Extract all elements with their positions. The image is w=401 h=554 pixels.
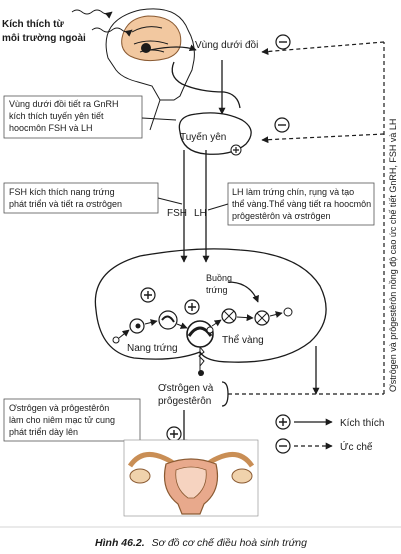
left-ovary-small [129,468,151,484]
stimulate-marker-follicle [140,287,156,303]
pointer-lh [207,203,229,211]
arrow-lh-to-corpus-luteum [227,281,259,303]
steroids-label-line1: Ơstrôgen và [158,383,214,394]
pointer-fsh [157,197,183,205]
note-gnrh-line2: kích thích tuyến yên tiết [9,111,104,121]
note-uterus-line2: làm cho niêm mạc tử cung [9,415,115,425]
feedback-to-pituitary [261,133,385,144]
pointer-gnrh [141,117,177,121]
follicle-label: Nang trứng [127,343,178,354]
head-outline [105,8,195,101]
ovary-outline [94,248,327,363]
corpus-luteum [211,307,293,327]
figure-caption: Hình 46.2. Sơ đồ cơ chế điều hoà sinh tr… [95,537,307,549]
stimulus-label-line1: Kích thích từ [2,19,64,30]
inhibit-marker-hypothalamus [275,34,291,50]
stimulus-wave-mid [91,27,133,37]
right-ovary-small [231,468,253,484]
ovary-label-line2: trứng [206,285,228,295]
note-uterus-line1: Ơstrôgen và prôgestêrôn [9,403,109,413]
ovulation-burst [198,346,205,367]
figure-caption-text: Sơ đồ cơ chế điều hoà sinh trứng [152,537,308,549]
note-lh-box [227,182,375,226]
follicle-sequence [112,310,214,348]
pituitary-label: Tuyến yên [180,131,226,143]
steroids-label-line2: prôgestêrôn [158,396,211,407]
ovary-label-line1: Buồng [206,273,232,283]
brain-shape [121,15,182,62]
note-gnrh-line1: Vùng dưới đồi tiết ra GnRH [9,99,118,109]
hypothalamus-label: Vùng dưới đồi [195,39,258,51]
stimulate-marker-ovulation [184,299,200,315]
hypothalamus-spot [141,43,151,53]
steroids-bracket [221,381,229,407]
legend-inhibit-icon [275,438,291,454]
note-uterus-line3: phát triển dày lên [9,427,78,437]
pituitary-gland [178,112,252,155]
feedback-note: Ơstrôgen và prôgestêrôn nồng độ cao ức c… [388,119,398,392]
arrow-brain-to-hypothalamus [149,44,197,52]
uterus-illustration [123,439,259,517]
stimulate-marker-uterus [166,426,182,442]
neck-line [149,99,161,131]
note-gnrh-box [3,95,143,139]
note-lh-line2: thể vàng.Thể vàng tiết ra hoocmôn [232,199,371,209]
note-gnrh-line3: hoocmôn FSH và LH [9,123,93,133]
note-fsh-box [3,182,159,214]
lh-label: LH [194,208,207,219]
legend: Kích thích Ức chế [275,414,384,454]
note-lh-line1: LH làm trứng chín, rụng và tạo [232,187,354,197]
stimulus-label-line2: môi trường ngoài [2,33,86,44]
legend-stimulate-icon [275,414,291,430]
stimulus-wave-top [71,9,113,19]
body-neck-outline [171,61,241,109]
note-fsh-line1: FSH kích thích nang trứng [9,187,115,197]
pituitary-plus-sign [233,147,239,153]
legend-stimulate-label: Kích thích [340,418,384,429]
legend-inhibit-label: Ức chế [340,440,373,453]
note-lh-line3: prôgestêrôn và ơstrôgen [232,211,330,221]
corpus-luteum-label: Thể vàng [222,334,264,346]
fsh-label: FSH [167,208,187,219]
note-fsh-line2: phát triển và tiết ra ơstrôgen [9,199,122,209]
inhibit-marker-pituitary [274,117,290,133]
note-uterus-box [3,398,141,442]
released-egg [198,370,204,376]
head-illustration [105,8,195,131]
uterus-lining [175,466,207,499]
figure-caption-label: Hình 46.2. [95,537,145,549]
